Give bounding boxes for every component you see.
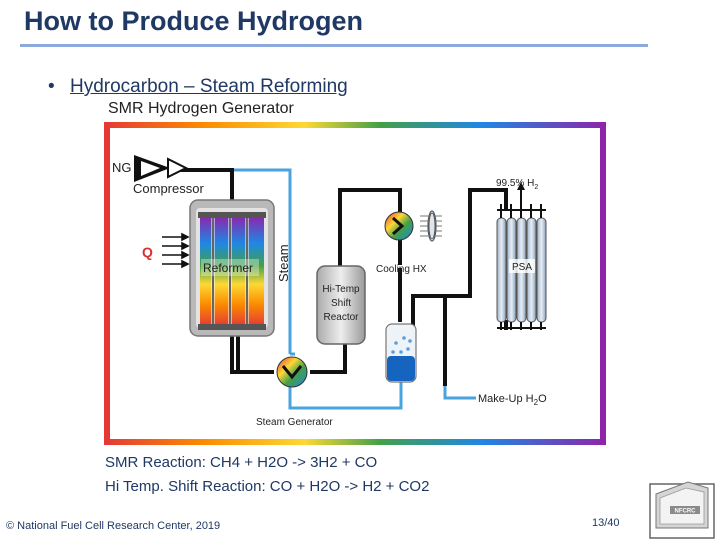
- steam-label: Steam: [276, 244, 291, 282]
- slide-title: How to Produce Hydrogen: [24, 6, 364, 36]
- shift-reactor-label-3: Reactor: [323, 312, 359, 323]
- diagram-title: SMR Hydrogen Generator: [108, 100, 295, 117]
- fan-icon: [420, 210, 442, 242]
- shift-reactor: [316, 265, 366, 345]
- reformer-label-bg: [201, 259, 259, 276]
- frame-right: [600, 122, 606, 445]
- nfcrc-logo: NFCRC: [649, 481, 715, 539]
- heat-arrows: [162, 232, 190, 269]
- compressor: [134, 155, 189, 182]
- separator-tank: [385, 323, 417, 383]
- shift-reactor-label-2: Shift: [331, 298, 351, 309]
- bullet-dot: •: [48, 76, 55, 97]
- title-underline: [20, 44, 648, 47]
- copyright-symbol: ©: [6, 520, 15, 532]
- footer-text: © National Fuel Cell Research Center, 20…: [6, 520, 220, 532]
- bullet-text: Hydrocarbon – Steam Reforming: [70, 76, 348, 97]
- reformer: [189, 199, 275, 337]
- process-pipes: [174, 168, 508, 386]
- steam-generator-label: Steam Generator: [256, 417, 333, 428]
- reformer-label: Reformer: [203, 261, 253, 275]
- purity-label: 99.5% H2: [496, 178, 538, 191]
- cooling-hx: [384, 211, 414, 241]
- footer-credit: National Fuel Cell Research Center, 2019: [17, 520, 221, 532]
- steam-generator-hx: [276, 356, 308, 388]
- frame-left: [104, 122, 110, 445]
- q-label: Q: [142, 244, 153, 260]
- compressor-label: Compressor: [133, 181, 204, 196]
- makeup-water-label: Make-Up H2O: [478, 393, 547, 407]
- cooling-hx-label: Cooling HX: [376, 264, 427, 275]
- bullet-item: • Hydrocarbon – Steam Reforming: [48, 76, 348, 98]
- reaction-shift: Hi Temp. Shift Reaction: CO + H2O -> H2 …: [105, 478, 429, 495]
- logo-text: NFCRC: [675, 509, 697, 515]
- shift-reactor-label-1: Hi-Temp: [322, 284, 360, 295]
- ng-label: NG: [112, 160, 132, 175]
- psa-label-bg: [509, 259, 535, 273]
- page-number: 13/40: [592, 517, 620, 529]
- psa-label: PSA: [512, 262, 532, 273]
- frame-top: [104, 122, 606, 128]
- reaction-smr: SMR Reaction: CH4 + H2O -> 3H2 + CO: [105, 454, 377, 471]
- frame-bottom: [104, 439, 606, 445]
- steam-pipes: [210, 168, 468, 410]
